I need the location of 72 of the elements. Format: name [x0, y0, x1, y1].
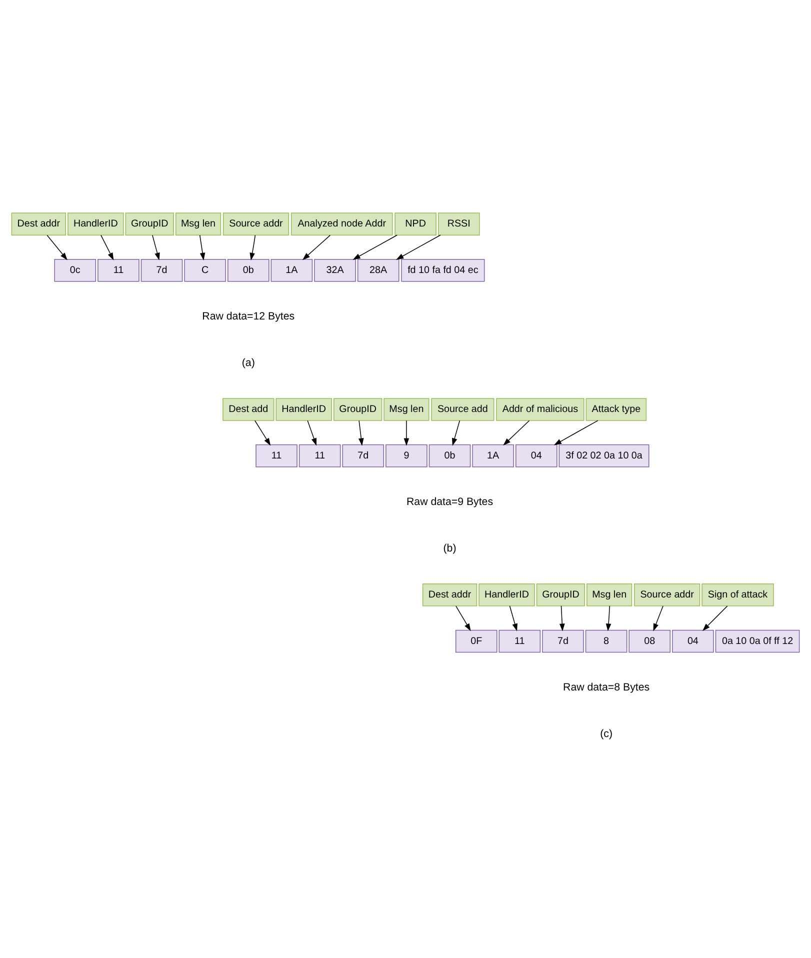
node-box: Msg len	[586, 583, 632, 606]
node-box: HandlerID	[276, 398, 332, 421]
arrow	[46, 234, 68, 260]
node-box: Source add	[431, 398, 494, 421]
arrow	[404, 420, 410, 446]
node-box: Source addr	[222, 212, 290, 236]
arrow	[358, 420, 364, 446]
node-box: C	[184, 259, 226, 282]
node-box: HandlerID	[478, 583, 535, 606]
arrow	[250, 234, 256, 260]
arrow	[456, 606, 471, 632]
node-box: GroupID	[536, 583, 586, 606]
label: (b)	[443, 542, 456, 554]
arrow	[152, 234, 160, 260]
arrow	[100, 234, 114, 260]
node-box: 7d	[140, 259, 183, 282]
label: (c)	[600, 728, 612, 740]
node-box: 0a 10 0a 0f ff 12	[715, 630, 800, 653]
node-box: 32A	[314, 259, 356, 282]
node-box: 0c	[54, 259, 96, 282]
node-box: HandlerID	[68, 212, 124, 236]
node-box: Source addr	[634, 583, 700, 606]
arrow	[559, 606, 565, 632]
node-box: 11	[256, 444, 298, 468]
arrow	[352, 234, 398, 260]
node-box: 9	[386, 444, 428, 468]
node-box: 7d	[342, 444, 384, 468]
node-box: 28A	[357, 259, 400, 282]
arrow	[396, 234, 441, 260]
node-box: 3f 02 02 0a 10 0a	[558, 444, 650, 468]
node-box: 11	[98, 259, 140, 282]
arrow	[307, 420, 317, 446]
arrow	[702, 606, 728, 631]
label: Raw data=8 Bytes	[563, 681, 650, 694]
node-box: 04	[516, 444, 558, 468]
node-box: Msg len	[384, 398, 430, 421]
arrow	[199, 234, 206, 260]
label: Raw data=9 Bytes	[406, 496, 494, 508]
node-box: GroupID	[125, 212, 174, 236]
node-box: Msg len	[175, 212, 222, 236]
label: (a)	[242, 356, 255, 369]
arrow	[653, 606, 664, 632]
node-box: 08	[628, 630, 670, 653]
node-box: 0b	[228, 259, 270, 282]
arrow	[606, 606, 612, 632]
node-box: Sign of attack	[702, 583, 774, 606]
node-box: Addr of malicious	[496, 398, 584, 421]
arrow	[302, 234, 331, 260]
node-box: Analyzed node Addr	[290, 212, 393, 236]
node-box: GroupID	[334, 398, 382, 421]
node-box: 11	[498, 630, 541, 653]
node-box: 1A	[472, 444, 514, 468]
node-box: 8	[585, 630, 628, 653]
node-box: 7d	[542, 630, 584, 653]
arrow	[554, 420, 598, 446]
node-box: Dest addr	[422, 583, 478, 606]
arrow	[254, 420, 271, 446]
node-box: 04	[672, 630, 714, 653]
label: Raw data=12 Bytes	[202, 310, 295, 323]
node-box: Dest addr	[11, 212, 66, 236]
node-box: Dest add	[222, 398, 274, 421]
node-box: 0F	[455, 630, 498, 653]
node-box: 1A	[270, 259, 313, 282]
node-box: 11	[298, 444, 341, 468]
node-box: fd 10 fa fd 04 ec	[401, 259, 485, 282]
arrow	[509, 606, 518, 632]
node-box: RSSI	[438, 212, 480, 236]
node-box: 0b	[428, 444, 471, 468]
node-box: NPD	[394, 212, 436, 236]
arrow	[452, 420, 460, 446]
arrow	[503, 420, 530, 446]
node-box: Attack type	[586, 398, 647, 421]
